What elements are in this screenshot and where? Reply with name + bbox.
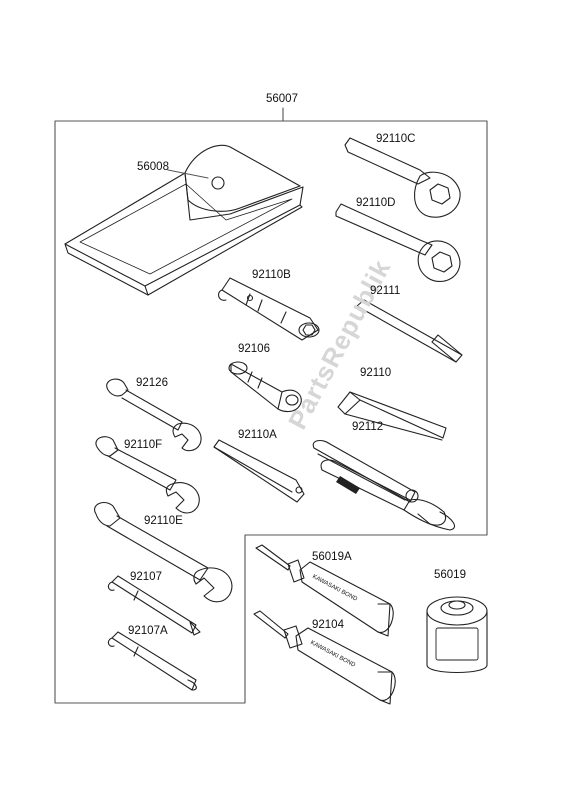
part-label-92110B: 92110B	[252, 269, 291, 281]
part-label-92110C: 92110C	[376, 133, 416, 145]
ring-wrench-92110C	[344, 137, 461, 218]
screwdriver-92107	[107, 575, 201, 636]
part-label-92106: 92106	[238, 343, 270, 355]
part-label-92110E: 92110E	[144, 515, 183, 527]
bond-tube-92104	[253, 610, 396, 705]
part-label-56019A: 56019A	[312, 551, 352, 563]
tool-pouch-56008	[64, 144, 304, 296]
part-label-56008: 56008	[137, 161, 169, 173]
plug-socket-92106	[228, 361, 302, 413]
screwdriver-92107A	[107, 631, 197, 691]
tool-92110A	[213, 439, 305, 503]
box-spanner-92110B	[217, 277, 320, 341]
part-label-92107A: 92107A	[128, 625, 168, 637]
part-label-92110A: 92110A	[238, 429, 277, 441]
part-label-92110D: 92110D	[356, 197, 396, 209]
open-wrench-92110F	[95, 436, 200, 514]
part-label-92112: 92112	[352, 421, 384, 433]
hex-key-92110	[337, 391, 447, 441]
bar-92111	[356, 299, 463, 363]
can-56019	[426, 596, 488, 673]
open-wrench-92126	[106, 378, 202, 452]
kit-frame	[54, 107, 488, 704]
part-label-92104: 92104	[312, 619, 344, 631]
ring-wrench-92110D	[335, 203, 461, 282]
part-label-92107: 92107	[130, 571, 162, 583]
open-wrench-92110E	[94, 502, 233, 603]
part-label-92111: 92111	[370, 285, 401, 297]
pliers-92112	[312, 439, 455, 531]
part-label-56007: 56007	[266, 93, 298, 105]
part-label-92126: 92126	[136, 377, 168, 389]
part-label-92110F: 92110F	[124, 439, 163, 451]
part-label-56019: 56019	[434, 569, 466, 581]
bond-tube-56019A	[255, 544, 394, 637]
part-label-92110: 92110	[360, 367, 392, 379]
